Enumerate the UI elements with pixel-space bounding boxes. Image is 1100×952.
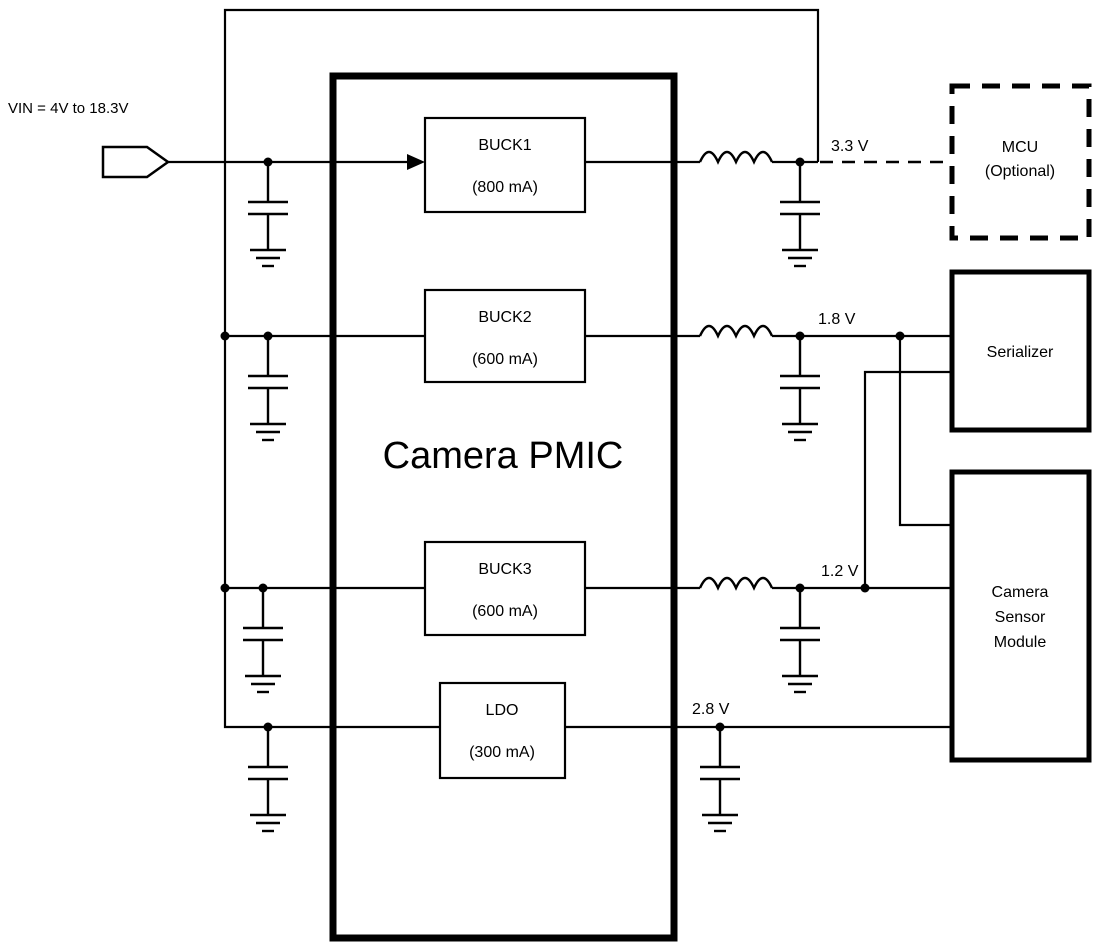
vin-label: VIN = 4V to 18.3V: [8, 100, 129, 117]
camera-sensor-module-label-line1: Camera: [992, 584, 1049, 601]
junction-dot: [795, 157, 805, 167]
rail-1v2-branch-wire: [863, 370, 952, 588]
camera-pmic-box: [329, 72, 678, 942]
buck1-inductor-icon: [698, 150, 774, 164]
serializer-box: [949, 269, 1092, 433]
mcu-label: MCU: [1002, 139, 1038, 156]
buck2-output-capacitor-icon: [778, 334, 822, 442]
ldo-rating: (300 mA): [469, 744, 535, 761]
junction-dot: [258, 583, 268, 593]
vin-terminal-icon: [101, 145, 171, 179]
junction-dot: [895, 331, 905, 341]
buck3-box: [423, 540, 587, 637]
vout-1v2-label: 1.2 V: [821, 563, 859, 580]
buck2-label: BUCK2: [478, 309, 531, 326]
vout-2v8-label: 2.8 V: [692, 701, 730, 718]
mcu-box: [949, 83, 1092, 241]
ldo-input-capacitor-icon: [246, 725, 290, 833]
buck1-rating: (800 mA): [472, 179, 538, 196]
pmic-title: Camera PMIC: [383, 435, 624, 477]
camera-sensor-module-box: [949, 469, 1092, 763]
buck2-rating: (600 mA): [472, 351, 538, 368]
vout-3v3-label: 3.3 V: [831, 138, 869, 155]
vout-1v8-label: 1.8 V: [818, 311, 856, 328]
serializer-label: Serializer: [987, 344, 1054, 361]
buck2-box: [423, 288, 587, 384]
buck2-input-capacitor-icon: [246, 334, 290, 442]
junction-dot: [220, 583, 230, 593]
junction-dot: [715, 722, 725, 732]
junction-dot: [263, 157, 273, 167]
ldo-box: [438, 681, 567, 780]
junction-dot: [263, 331, 273, 341]
buck3-label: BUCK3: [478, 561, 531, 578]
junction-dot: [795, 583, 805, 593]
buck3-output-capacitor-icon: [778, 586, 822, 694]
mcu-note: (Optional): [985, 163, 1055, 180]
junction-dot: [263, 722, 273, 732]
junction-dot: [220, 331, 230, 341]
buck1-box: [423, 116, 587, 214]
camera-sensor-module-label-line3: Module: [994, 634, 1047, 651]
buck1-label: BUCK1: [478, 137, 531, 154]
arrowhead-icon: [407, 154, 425, 170]
buck3-inductor-icon: [698, 576, 774, 590]
bus-wire: [223, 8, 820, 729]
ldo-output-capacitor-icon: [698, 725, 742, 833]
ldo-label: LDO: [486, 702, 519, 719]
junction-dot: [795, 331, 805, 341]
rail-1v8-branch-wire: [898, 336, 952, 527]
junction-dot: [860, 583, 870, 593]
buck2-inductor-icon: [698, 324, 774, 338]
buck3-rating: (600 mA): [472, 603, 538, 620]
camera-sensor-module-label-line2: Sensor: [995, 609, 1046, 626]
buck1-input-capacitor-icon: [246, 160, 290, 268]
buck1-output-capacitor-icon: [778, 160, 822, 268]
buck3-input-capacitor-icon: [241, 586, 285, 694]
